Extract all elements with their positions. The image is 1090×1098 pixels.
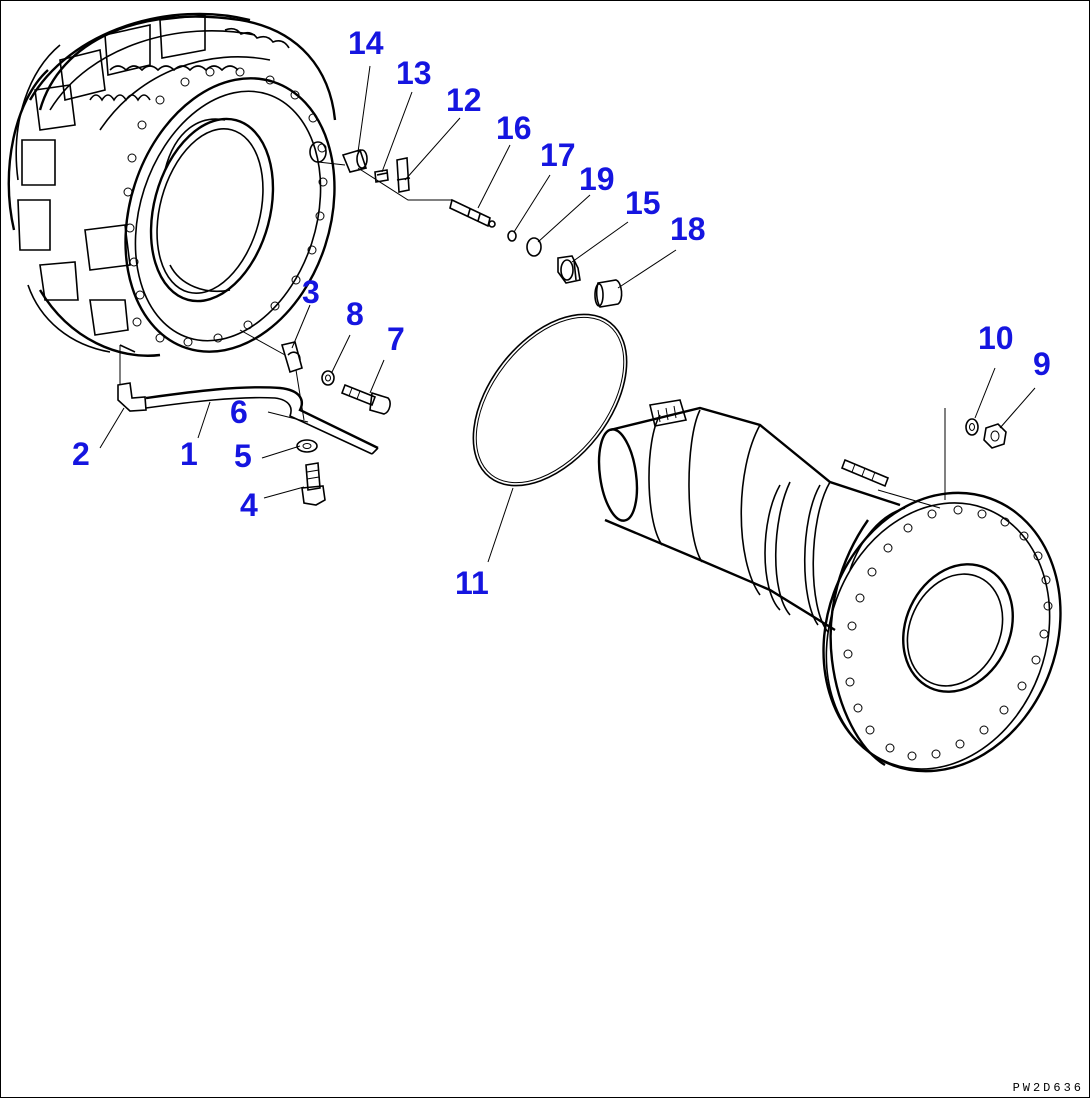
right-small-parts [965,418,1007,449]
callout-11: 11 [455,565,489,601]
callout-13: 13 [396,55,432,91]
callout-16: 16 [496,110,532,146]
callout-19: 19 [579,161,615,197]
callout-6: 6 [230,394,248,430]
flange-bolt-holes [123,67,328,347]
callout-8: 8 [346,296,364,332]
wheel-hub-housing [7,12,337,357]
callout-17: 17 [540,137,576,173]
callout-4: 4 [240,487,258,523]
leader-lines [99,65,1036,563]
spindle-flange-bolt-holes [843,505,1053,761]
callout-5: 5 [234,438,252,474]
callout-10: 10 [978,320,1014,356]
lower-left-parts [117,341,391,506]
callout-14: 14 [348,25,384,61]
callout-1: 1 [180,436,198,472]
callout-2: 2 [72,436,90,472]
callout-7: 7 [387,321,405,357]
callout-18: 18 [670,211,706,247]
drawing-code: PW2D636 [1012,1081,1084,1095]
callout-3: 3 [302,274,320,310]
large-o-ring [472,313,628,487]
spindle-shaft [597,399,1062,773]
callout-12: 12 [446,82,482,118]
callout-15: 15 [625,185,661,221]
upper-small-parts [341,149,623,308]
callout-9: 9 [1033,346,1051,382]
